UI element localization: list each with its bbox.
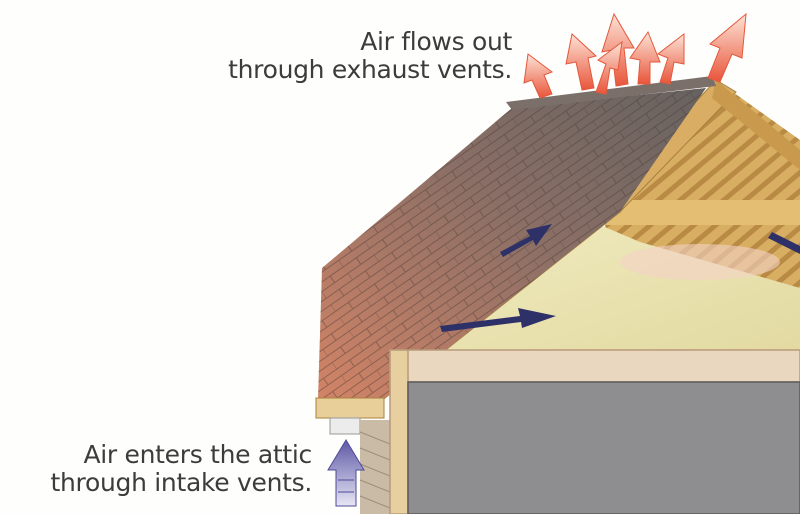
- airflow-arrow-up-slope: [500, 224, 552, 257]
- intake-arrow: [327, 439, 365, 507]
- wall-stud: [389, 349, 409, 514]
- intake-caption: Air enters the attic through intake vent…: [51, 441, 313, 497]
- exhaust-caption-line-1: Air flows out: [360, 27, 512, 56]
- exhaust-arrow-4: [629, 30, 661, 85]
- soffit-vent: [329, 417, 361, 435]
- exhaust-arrow-5: [656, 32, 685, 85]
- exhaust-arrow-6: [707, 12, 747, 83]
- gable-rake-board-right: [712, 80, 800, 170]
- ridge-cap: [506, 76, 716, 110]
- exhaust-arrow-7: [595, 40, 623, 95]
- exhaust-arrow-1: [523, 53, 554, 99]
- exhaust-arrow-2: [565, 33, 598, 91]
- fascia-board: [315, 397, 385, 419]
- intake-caption-line-2: through intake vents.: [50, 468, 313, 497]
- intake-arrows: [327, 439, 365, 507]
- collar-beam: [600, 200, 800, 225]
- exhaust-caption: Air flows out through exhaust vents.: [228, 28, 512, 84]
- exhaust-arrows: [523, 12, 747, 99]
- wall-texture: [359, 431, 391, 509]
- interior-wall: [407, 381, 800, 514]
- warm-air-glow: [620, 244, 780, 280]
- intake-caption-line-1: Air enters the attic: [83, 440, 312, 469]
- airflow-arrow-horizontal: [440, 308, 556, 332]
- roof-shingle-lines: [318, 88, 706, 402]
- ceiling-plate: [389, 349, 800, 383]
- airflow-arrow-right: [768, 232, 800, 254]
- exhaust-caption-line-2: through exhaust vents.: [228, 55, 512, 84]
- attic-airflow-arrows: [440, 224, 800, 332]
